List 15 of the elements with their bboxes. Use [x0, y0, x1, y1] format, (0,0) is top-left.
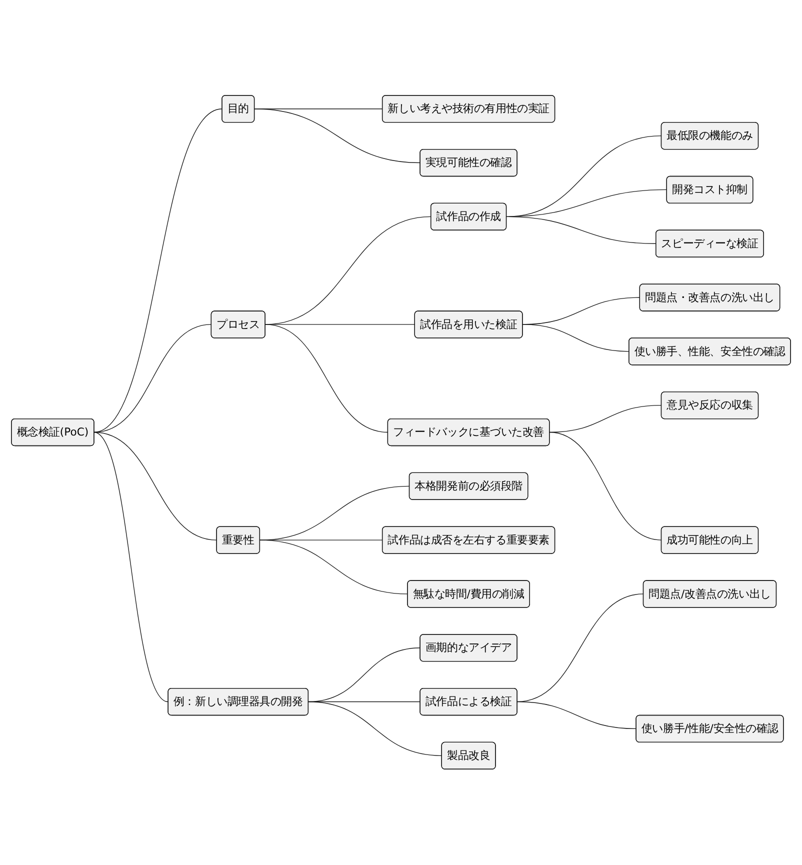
connector [549, 432, 662, 541]
connector [264, 216, 432, 326]
connector [264, 324, 388, 433]
connector [94, 108, 222, 433]
connector [259, 540, 383, 541]
connector [259, 486, 410, 541]
connector [94, 432, 168, 702]
connector [264, 324, 415, 326]
connector [308, 702, 442, 756]
connector [254, 108, 420, 164]
connector [522, 324, 630, 352]
connector [506, 216, 656, 244]
connector [516, 702, 636, 730]
connector [94, 432, 217, 541]
connector [259, 540, 408, 595]
